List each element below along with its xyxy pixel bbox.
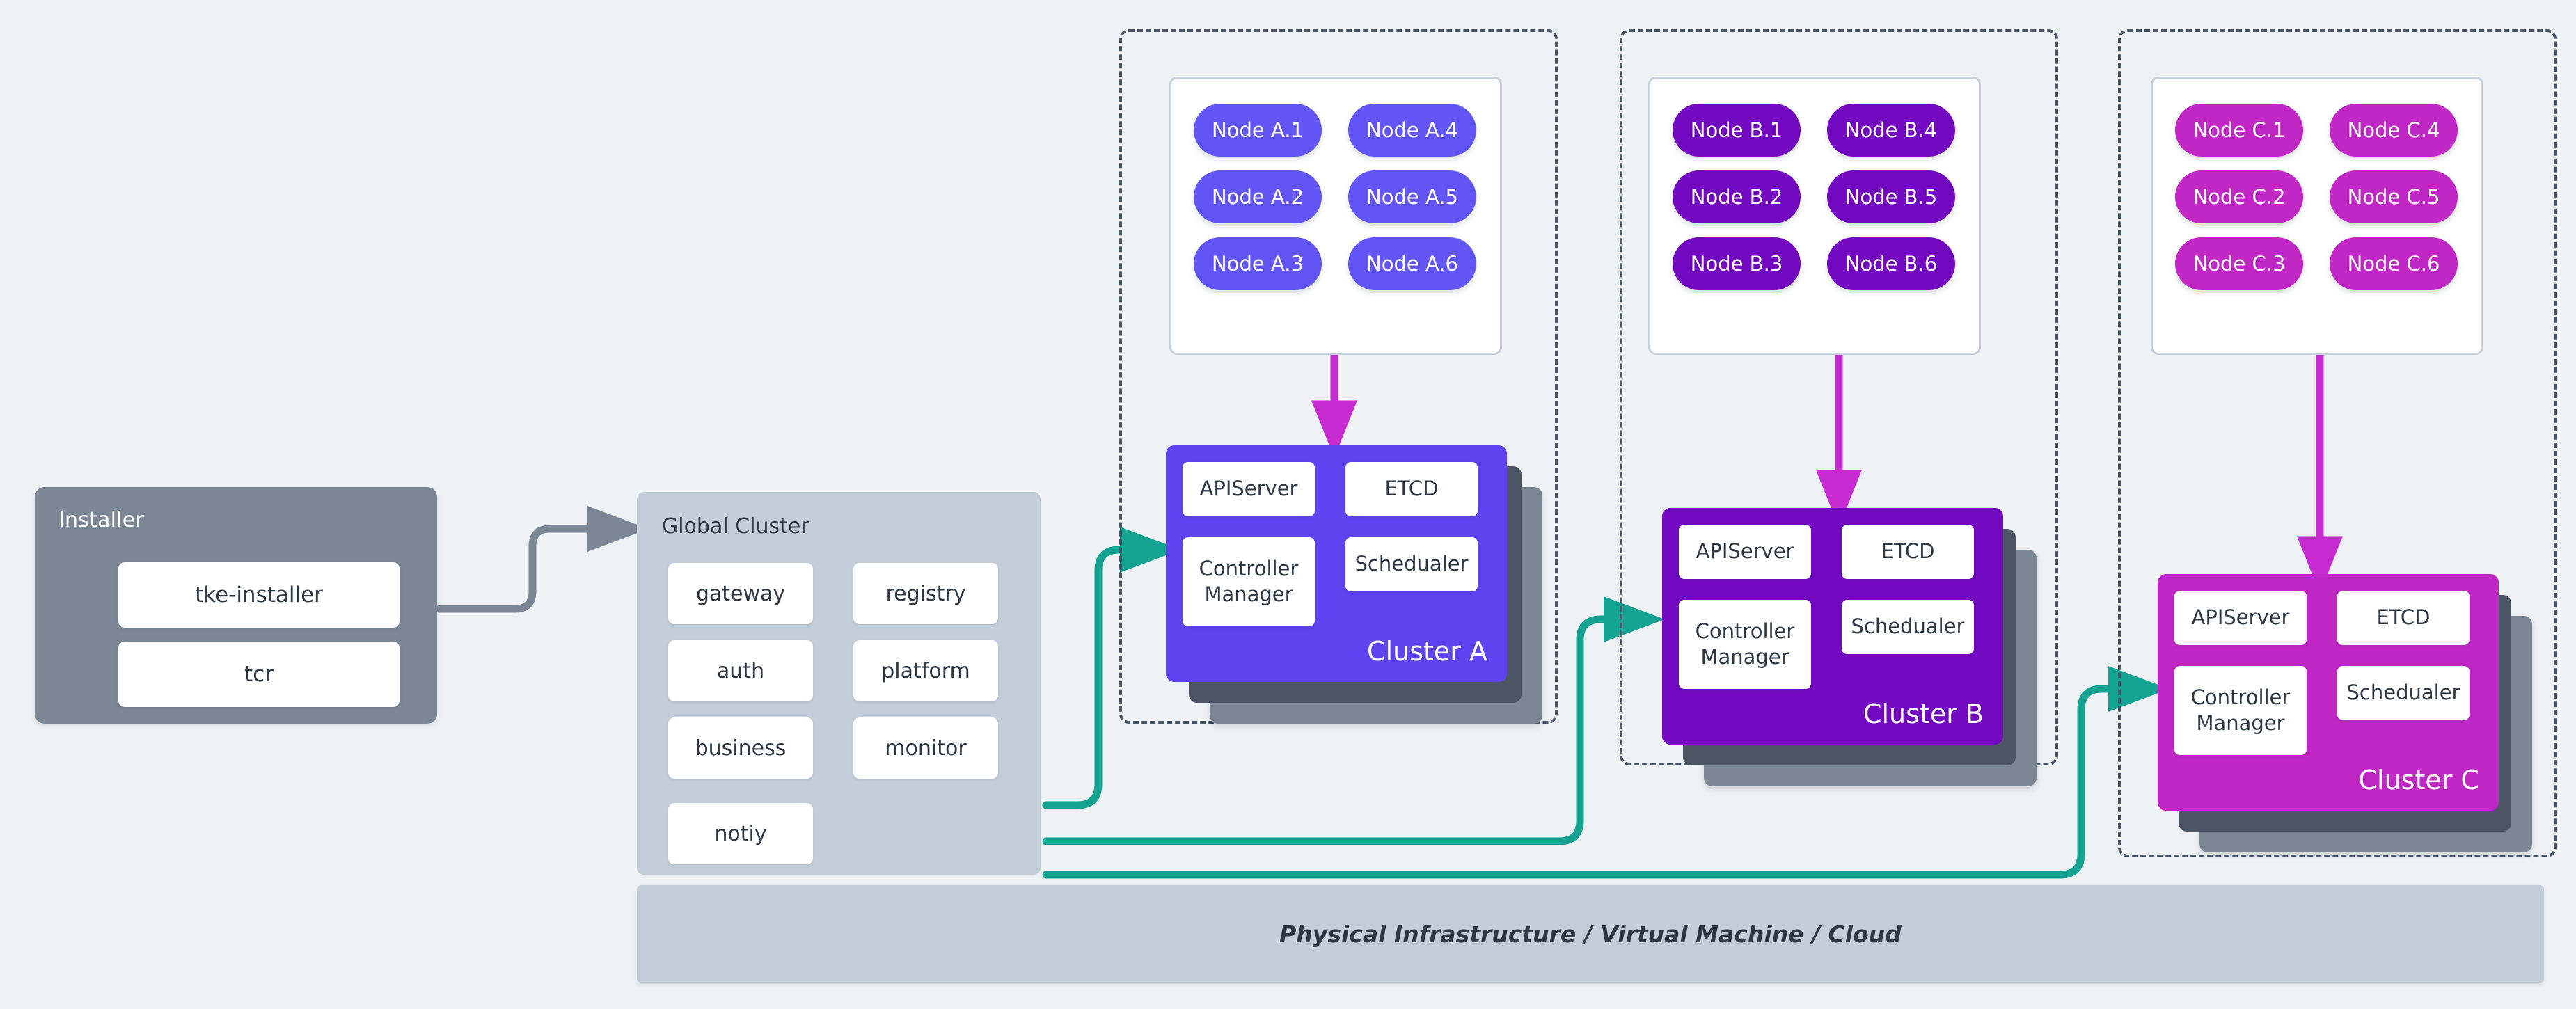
- node-card-b: Node B.1 Node B.2 Node B.3 Node B.4 Node…: [1648, 77, 1981, 355]
- node-pill-a6[interactable]: Node A.6: [1348, 237, 1476, 290]
- cp-etcd-b[interactable]: ETCD: [1842, 525, 1974, 579]
- node-pill-c5[interactable]: Node C.5: [2330, 170, 2458, 223]
- node-card-a: Node A.1 Node A.2 Node A.3 Node A.4 Node…: [1169, 77, 1502, 355]
- node-pill-a3[interactable]: Node A.3: [1194, 237, 1322, 290]
- node-pill-a2[interactable]: Node A.2: [1194, 170, 1322, 223]
- global-item-registry[interactable]: registry: [853, 563, 998, 624]
- global-item-monitor[interactable]: monitor: [853, 717, 998, 779]
- global-item-business[interactable]: business: [668, 717, 813, 779]
- installer-item-tcr[interactable]: tcr: [118, 642, 400, 707]
- node-pill-c1[interactable]: Node C.1: [2175, 104, 2303, 157]
- node-pill-b6[interactable]: Node B.6: [1827, 237, 1955, 290]
- node-pill-b4[interactable]: Node B.4: [1827, 104, 1955, 157]
- global-item-auth[interactable]: auth: [668, 640, 813, 701]
- node-pill-a4[interactable]: Node A.4: [1348, 104, 1476, 157]
- node-pill-a5[interactable]: Node A.5: [1348, 170, 1476, 223]
- control-plane-b: APIServer ETCD Controller Manager Schedu…: [1662, 508, 2003, 745]
- cp-schedualer-a[interactable]: Schedualer: [1345, 537, 1478, 591]
- node-pill-c6[interactable]: Node C.6: [2330, 237, 2458, 290]
- installer-panel: Installer tke-installer tcr: [35, 487, 437, 724]
- node-pill-c2[interactable]: Node C.2: [2175, 170, 2303, 223]
- global-item-gateway[interactable]: gateway: [668, 563, 813, 624]
- global-cluster-title: Global Cluster: [662, 514, 809, 539]
- global-item-notiy[interactable]: notiy: [668, 803, 813, 864]
- cp-apiserver-c[interactable]: APIServer: [2174, 591, 2307, 645]
- control-plane-c: APIServer ETCD Controller Manager Schedu…: [2158, 574, 2499, 811]
- cp-controller-manager-a[interactable]: Controller Manager: [1183, 537, 1315, 626]
- cp-controller-manager-c[interactable]: Controller Manager: [2174, 666, 2307, 755]
- global-item-platform[interactable]: platform: [853, 640, 998, 701]
- cp-apiserver-a[interactable]: APIServer: [1183, 462, 1315, 516]
- node-pill-b5[interactable]: Node B.5: [1827, 170, 1955, 223]
- cp-schedualer-b[interactable]: Schedualer: [1842, 600, 1974, 654]
- control-plane-a: APIServer ETCD Controller Manager Schedu…: [1166, 445, 1507, 682]
- cp-etcd-c[interactable]: ETCD: [2337, 591, 2470, 645]
- global-cluster-panel: Global Cluster gateway registry auth pla…: [637, 492, 1041, 875]
- node-pill-b1[interactable]: Node B.1: [1673, 104, 1801, 157]
- node-pill-b2[interactable]: Node B.2: [1673, 170, 1801, 223]
- infrastructure-bar: Physical Infrastructure / Virtual Machin…: [637, 885, 2544, 983]
- cp-schedualer-c[interactable]: Schedualer: [2337, 666, 2470, 720]
- node-card-c: Node C.1 Node C.2 Node C.3 Node C.4 Node…: [2151, 77, 2483, 355]
- cp-etcd-a[interactable]: ETCD: [1345, 462, 1478, 516]
- cluster-label-a: Cluster A: [1367, 636, 1487, 667]
- connector-installer-to-global: [436, 506, 649, 613]
- cp-apiserver-b[interactable]: APIServer: [1679, 525, 1811, 579]
- cluster-label-b: Cluster B: [1863, 699, 1984, 729]
- infrastructure-label: Physical Infrastructure / Virtual Machin…: [1279, 920, 1902, 948]
- node-pill-a1[interactable]: Node A.1: [1194, 104, 1322, 157]
- node-pill-b3[interactable]: Node B.3: [1673, 237, 1801, 290]
- node-pill-c4[interactable]: Node C.4: [2330, 104, 2458, 157]
- installer-item-tke-installer[interactable]: tke-installer: [118, 562, 400, 628]
- cluster-zone-c: [2118, 29, 2557, 857]
- installer-title: Installer: [58, 508, 144, 532]
- node-pill-c3[interactable]: Node C.3: [2175, 237, 2303, 290]
- cluster-label-c: Cluster C: [2358, 765, 2480, 795]
- cp-controller-manager-b[interactable]: Controller Manager: [1679, 600, 1811, 689]
